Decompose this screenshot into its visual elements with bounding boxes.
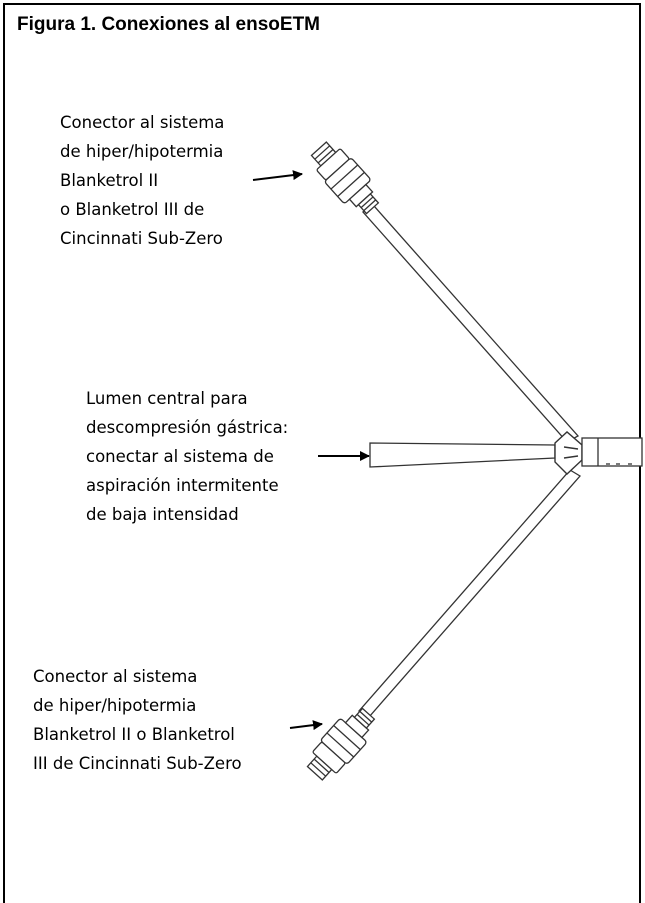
central-lumen-label: Lumen central para descompresión gástric… [86,389,289,524]
top-connector-label: Conector al sistema de hiper/hipotermia … [60,113,225,248]
bottom-connector-arrow [289,720,323,731]
figure-title: Figura 1. Conexiones al ensoETM [17,14,320,36]
junction-hub [554,431,583,475]
figure-number: Figura 1 [17,14,91,35]
top-connector [310,141,380,215]
bottom-connector [306,707,376,781]
bottom-connector-label: Conector al sistema de hiper/hipotermia … [33,667,242,773]
figure-caption: . Conexiones al ensoETM [90,14,321,35]
lower-tube [357,469,582,718]
upper-tube [361,205,580,443]
top-connector-arrow [252,170,303,181]
central-lumen-port [369,442,556,468]
main-catheter [581,437,643,467]
